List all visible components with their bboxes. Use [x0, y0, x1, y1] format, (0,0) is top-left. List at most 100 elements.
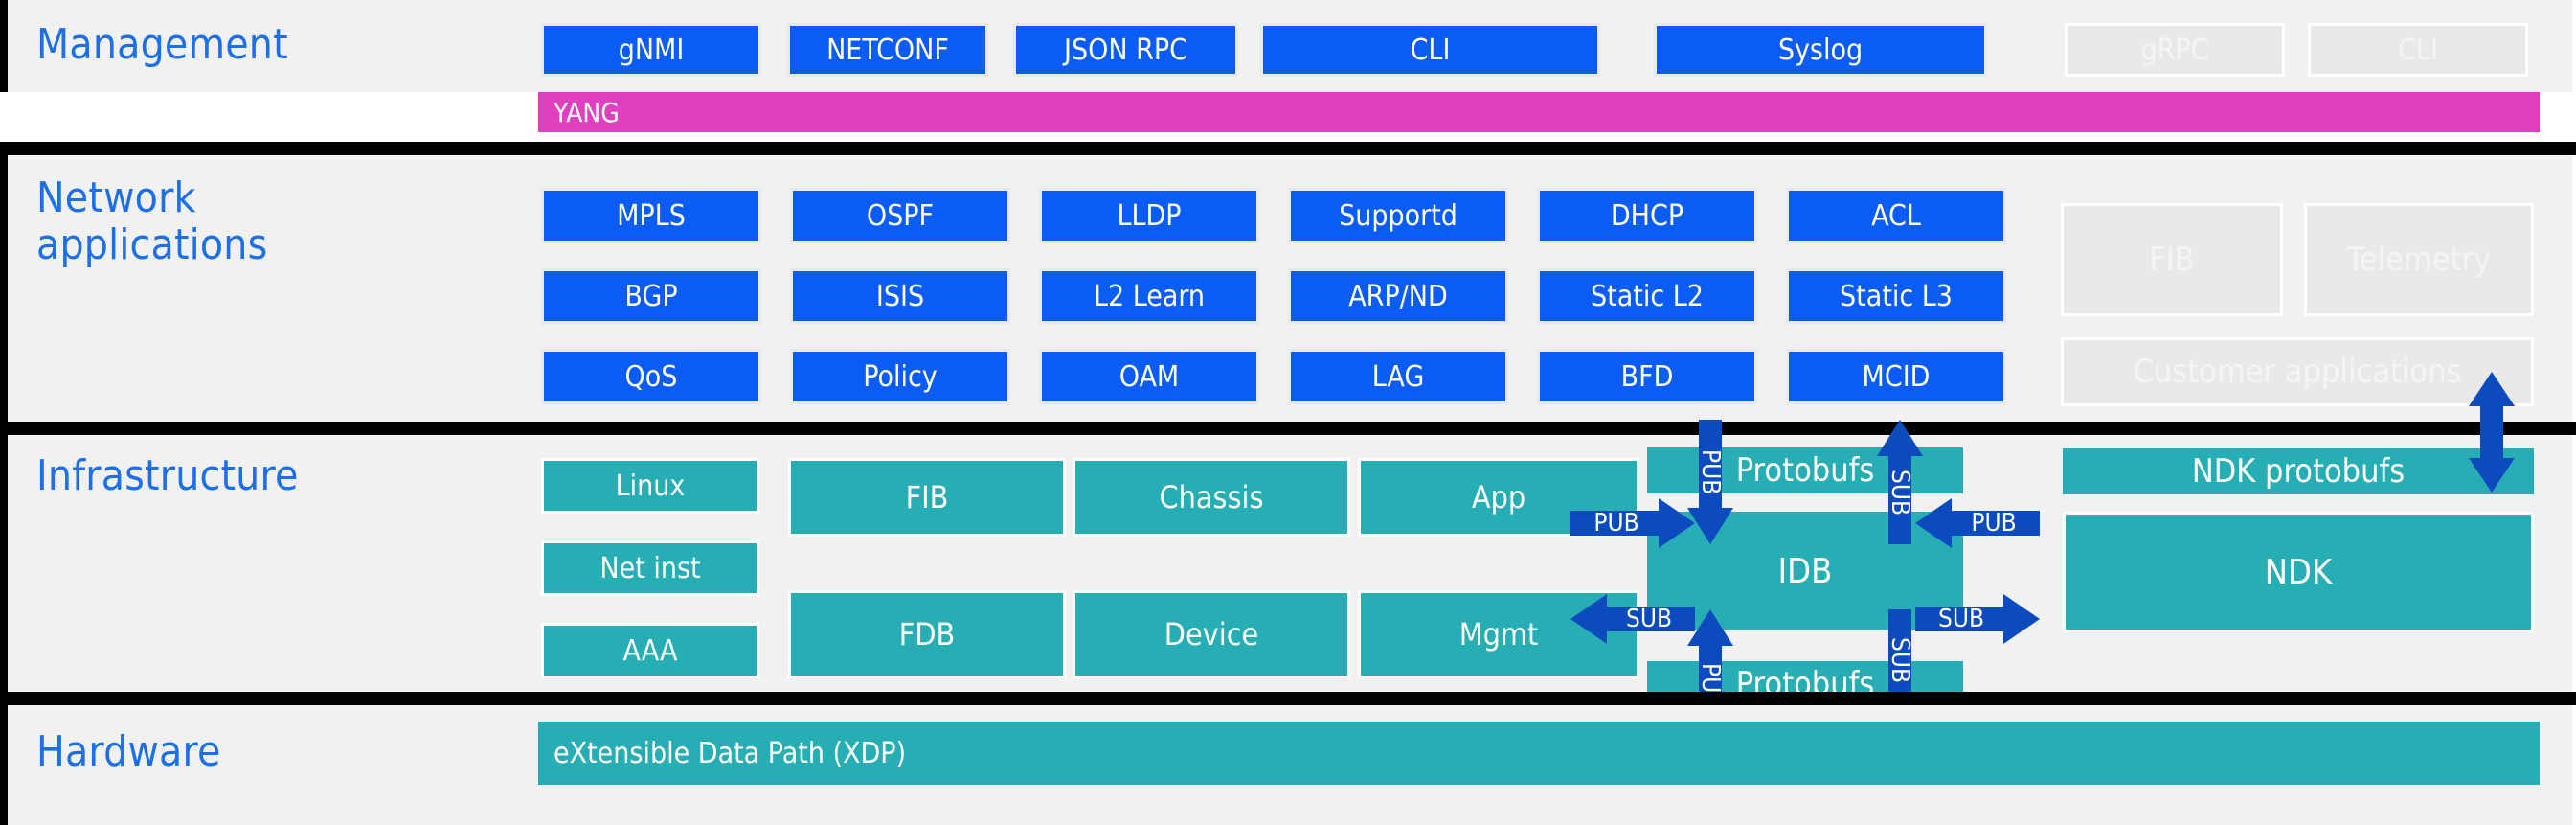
label: ACL [1871, 198, 1921, 233]
infra-fdb[interactable]: FDB [788, 590, 1066, 678]
network-app-mcid[interactable]: MCID [1786, 349, 2006, 404]
left-rule-network [0, 155, 8, 422]
label: DHCP [1610, 198, 1684, 233]
network-app-qos[interactable]: QoS [541, 349, 761, 404]
label: gRPC [2140, 33, 2209, 67]
network-ghost-telemetry[interactable]: Telemetry [2304, 203, 2534, 316]
left-rule-infrastructure [0, 435, 8, 692]
label: MPLS [617, 198, 686, 233]
network-app-lldp[interactable]: LLDP [1039, 188, 1259, 243]
label: Customer applications [2133, 353, 2462, 391]
left-rule-hardware [0, 705, 8, 825]
label: gNMI [618, 33, 685, 67]
arrow-pub-right [1915, 498, 2040, 548]
divider-management-network [0, 142, 2576, 155]
arrow-pub-left [1570, 498, 1695, 548]
infra-device[interactable]: Device [1073, 590, 1350, 678]
network-app-isis[interactable]: ISIS [790, 268, 1010, 324]
management-protocol-cli[interactable]: CLI [1260, 23, 1600, 77]
infra-ndk[interactable]: NDK [2063, 512, 2534, 632]
layer-title-hardware: Hardware [36, 727, 221, 776]
label: Static L2 [1591, 279, 1704, 313]
label: QoS [624, 359, 678, 394]
label: YANG [554, 96, 620, 128]
network-app-acl[interactable]: ACL [1786, 188, 2006, 243]
label: BFD [1620, 359, 1674, 394]
network-ghost-fib[interactable]: FIB [2061, 203, 2283, 316]
management-protocol-syslog[interactable]: Syslog [1654, 23, 1987, 77]
left-rule-management [0, 0, 8, 92]
label: Mgmt [1458, 616, 1539, 653]
arrow-sub-top-vertical [1877, 420, 1923, 544]
divider-network-infrastructure [0, 422, 2576, 435]
network-app-static-l3[interactable]: Static L3 [1786, 268, 2006, 324]
infra-ndk-protobufs[interactable]: NDK protobufs [2063, 448, 2534, 494]
label: FDB [898, 616, 956, 653]
label: Static L3 [1840, 279, 1953, 313]
label: Supportd [1339, 198, 1457, 233]
management-protocol-gnmi[interactable]: gNMI [541, 23, 761, 77]
label: BGP [624, 279, 678, 313]
label: LLDP [1117, 198, 1182, 233]
label: NETCONF [826, 33, 949, 67]
infra-fib[interactable]: FIB [788, 458, 1066, 537]
label: Device [1164, 616, 1259, 653]
label: OAM [1119, 359, 1180, 394]
network-app-oam[interactable]: OAM [1039, 349, 1259, 404]
arrow-sub-right [1915, 594, 2040, 644]
label: Policy [863, 359, 938, 394]
label: JSON RPC [1064, 33, 1187, 67]
label: Telemetry [2346, 241, 2492, 279]
label: Syslog [1777, 33, 1864, 67]
label: IDB [1777, 551, 1833, 591]
label: CLI [1410, 33, 1451, 67]
infra-linux[interactable]: Linux [541, 458, 759, 514]
infra-mgmt[interactable]: Mgmt [1358, 590, 1639, 678]
label: ARP/ND [1348, 279, 1448, 313]
arrow-ndk-customer-link [2469, 372, 2515, 493]
infra-chassis[interactable]: Chassis [1073, 458, 1350, 537]
network-app-policy[interactable]: Policy [790, 349, 1010, 404]
management-protocol-netconf[interactable]: NETCONF [787, 23, 988, 77]
label: FIB [905, 479, 949, 516]
label: L2 Learn [1093, 279, 1206, 313]
divider-infrastructure-hardware [0, 692, 2576, 705]
management-protocol-grpc-planned[interactable]: gRPC [2065, 23, 2285, 77]
arrow-pub-top-vertical [1687, 420, 1733, 544]
management-protocol-cli-planned[interactable]: CLI [2308, 23, 2528, 77]
label: Linux [615, 469, 686, 503]
label: ISIS [875, 279, 925, 313]
network-app-static-l2[interactable]: Static L2 [1537, 268, 1757, 324]
label: FIB [2149, 241, 2195, 279]
network-app-mpls[interactable]: MPLS [541, 188, 761, 243]
hardware-xdp-bar[interactable]: eXtensible Data Path (XDP) [538, 722, 2540, 785]
network-app-ospf[interactable]: OSPF [790, 188, 1010, 243]
network-app-bfd[interactable]: BFD [1537, 349, 1757, 404]
network-app-arp-nd[interactable]: ARP/ND [1288, 268, 1508, 324]
label: AAA [622, 633, 678, 668]
infra-net-inst[interactable]: Net inst [541, 540, 759, 596]
label: NDK protobufs [2191, 452, 2406, 491]
label: NDK [2264, 552, 2333, 592]
management-protocol-json-rpc[interactable]: JSON RPC [1013, 23, 1238, 77]
infra-aaa[interactable]: AAA [541, 623, 759, 678]
label: MCID [1862, 359, 1931, 394]
label: Chassis [1159, 479, 1264, 516]
label: App [1471, 479, 1526, 516]
network-app-supportd[interactable]: Supportd [1288, 188, 1508, 243]
network-app-l2-learn[interactable]: L2 Learn [1039, 268, 1259, 324]
label: CLI [2398, 33, 2438, 67]
network-app-lag[interactable]: LAG [1288, 349, 1508, 404]
label: Protobufs [1735, 451, 1875, 490]
network-app-bgp[interactable]: BGP [541, 268, 761, 324]
management-yang-bar[interactable]: YANG [538, 92, 2540, 132]
label: LAG [1371, 359, 1425, 394]
network-app-dhcp[interactable]: DHCP [1537, 188, 1757, 243]
network-ghost-customer-applications[interactable]: Customer applications [2061, 337, 2534, 406]
label: eXtensible Data Path (XDP) [554, 736, 907, 770]
label: Net inst [599, 551, 701, 585]
arrow-sub-left [1570, 594, 1695, 644]
label: OSPF [866, 198, 935, 233]
layer-title-management: Management [36, 20, 288, 69]
